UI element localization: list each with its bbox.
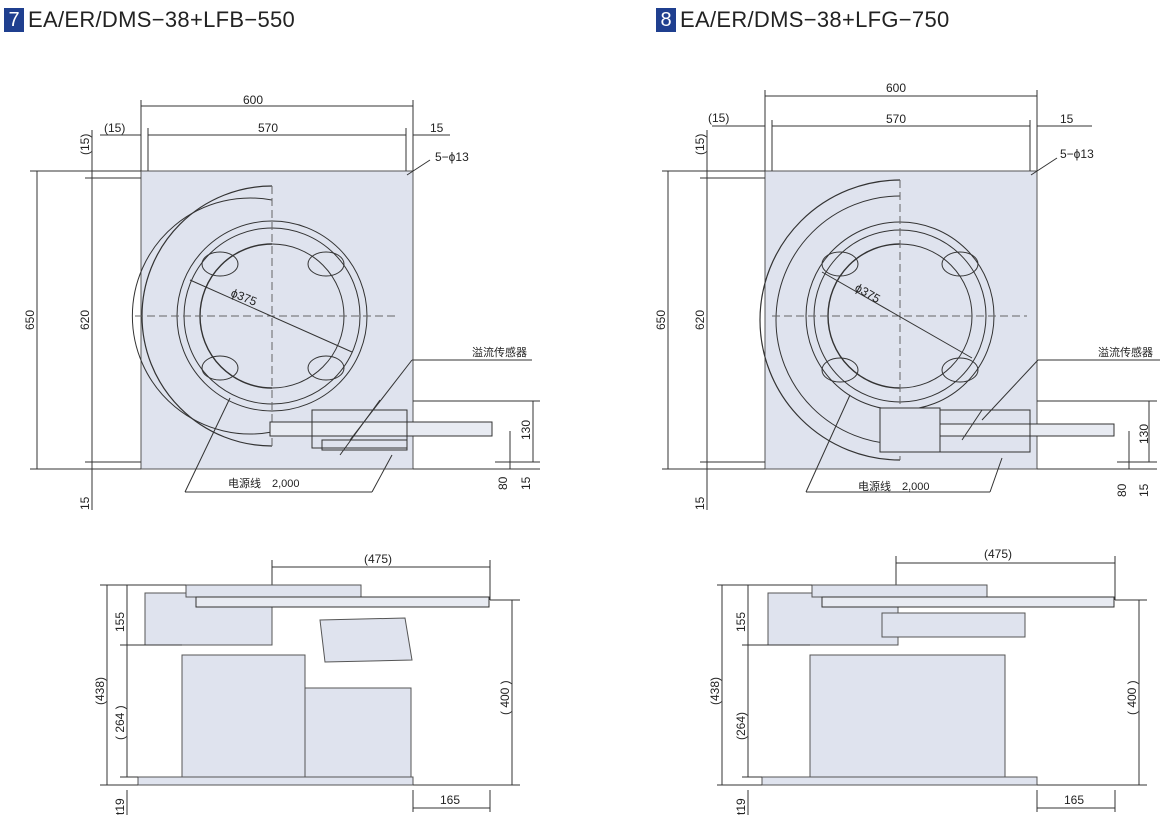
dim-off15: (15) (708, 111, 729, 125)
dim-264: ( 264 ) (113, 705, 127, 740)
dim-15: 15 (519, 476, 533, 490)
dim-570: 570 (886, 112, 906, 126)
dim-t19: t19 (734, 798, 748, 815)
dim-r15: 15 (1060, 112, 1074, 126)
cable-label: 电源线 2,000 (228, 476, 300, 490)
dim-650: 650 (23, 310, 37, 330)
dim-bot15: 15 (693, 496, 707, 510)
cable-label: 电源线 2,000 (858, 479, 930, 493)
figure-number-badge: 8 (656, 8, 676, 32)
dim-400: ( 400 ) (1125, 680, 1139, 715)
sensor-label: 溢流传感器 (1098, 345, 1153, 359)
dim-t19: t19 (113, 798, 127, 815)
dim-top15: (15) (78, 134, 92, 155)
dim-130: 130 (519, 420, 533, 440)
dim-bot15: 15 (78, 496, 92, 510)
dim-off15: (15) (104, 121, 125, 135)
dim-620: 620 (693, 310, 707, 330)
dim-155: 155 (113, 612, 127, 632)
dim-165: 165 (440, 793, 460, 807)
dim-600: 600 (243, 93, 263, 107)
dim-620: 620 (78, 310, 92, 330)
dim-475: (475) (364, 552, 392, 566)
dim-155: 155 (734, 612, 748, 632)
dim-top15: (15) (693, 134, 707, 155)
dim-r15: 15 (430, 121, 444, 135)
bowl-track (131, 197, 273, 435)
model-title: EA/ER/DMS−38+LFB−550 (28, 7, 296, 32)
drawing-panel-lfb-550: 7 EA/ER/DMS−38+LFB−550 (0, 0, 582, 823)
drawing-panel-lfg-750: 8 EA/ER/DMS−38+LFG−750 (582, 0, 1164, 823)
dim-650: 650 (654, 310, 668, 330)
panel-title: 8 EA/ER/DMS−38+LFG−750 (656, 7, 950, 33)
dim-570: 570 (258, 121, 278, 135)
dim-holes: 5−ϕ13 (435, 150, 469, 164)
technical-drawing: 600 570 (15) 15 5−ϕ13 650 620 (15) 15 ϕ3… (23, 93, 540, 815)
dim-80: 80 (496, 476, 510, 490)
dim-264: (264) (734, 712, 748, 740)
dim-165: 165 (1064, 793, 1084, 807)
dim-130: 130 (1137, 424, 1151, 444)
figure-number-badge: 7 (4, 8, 24, 32)
technical-drawing: 600 570 (15) 15 5−ϕ13 650 620 (15) 15 ϕ3… (654, 81, 1160, 815)
sensor-label: 溢流传感器 (472, 345, 527, 359)
panel-title: 7 EA/ER/DMS−38+LFB−550 (4, 7, 295, 33)
dim-475: (475) (984, 547, 1012, 561)
dim-80: 80 (1115, 483, 1129, 497)
dim-600: 600 (886, 81, 906, 95)
dim-438: (438) (708, 677, 722, 705)
dim-15: 15 (1137, 483, 1151, 497)
dim-holes: 5−ϕ13 (1060, 147, 1094, 161)
dim-438: (438) (93, 677, 107, 705)
model-title: EA/ER/DMS−38+LFG−750 (680, 7, 950, 32)
dim-400: ( 400 ) (498, 680, 512, 715)
